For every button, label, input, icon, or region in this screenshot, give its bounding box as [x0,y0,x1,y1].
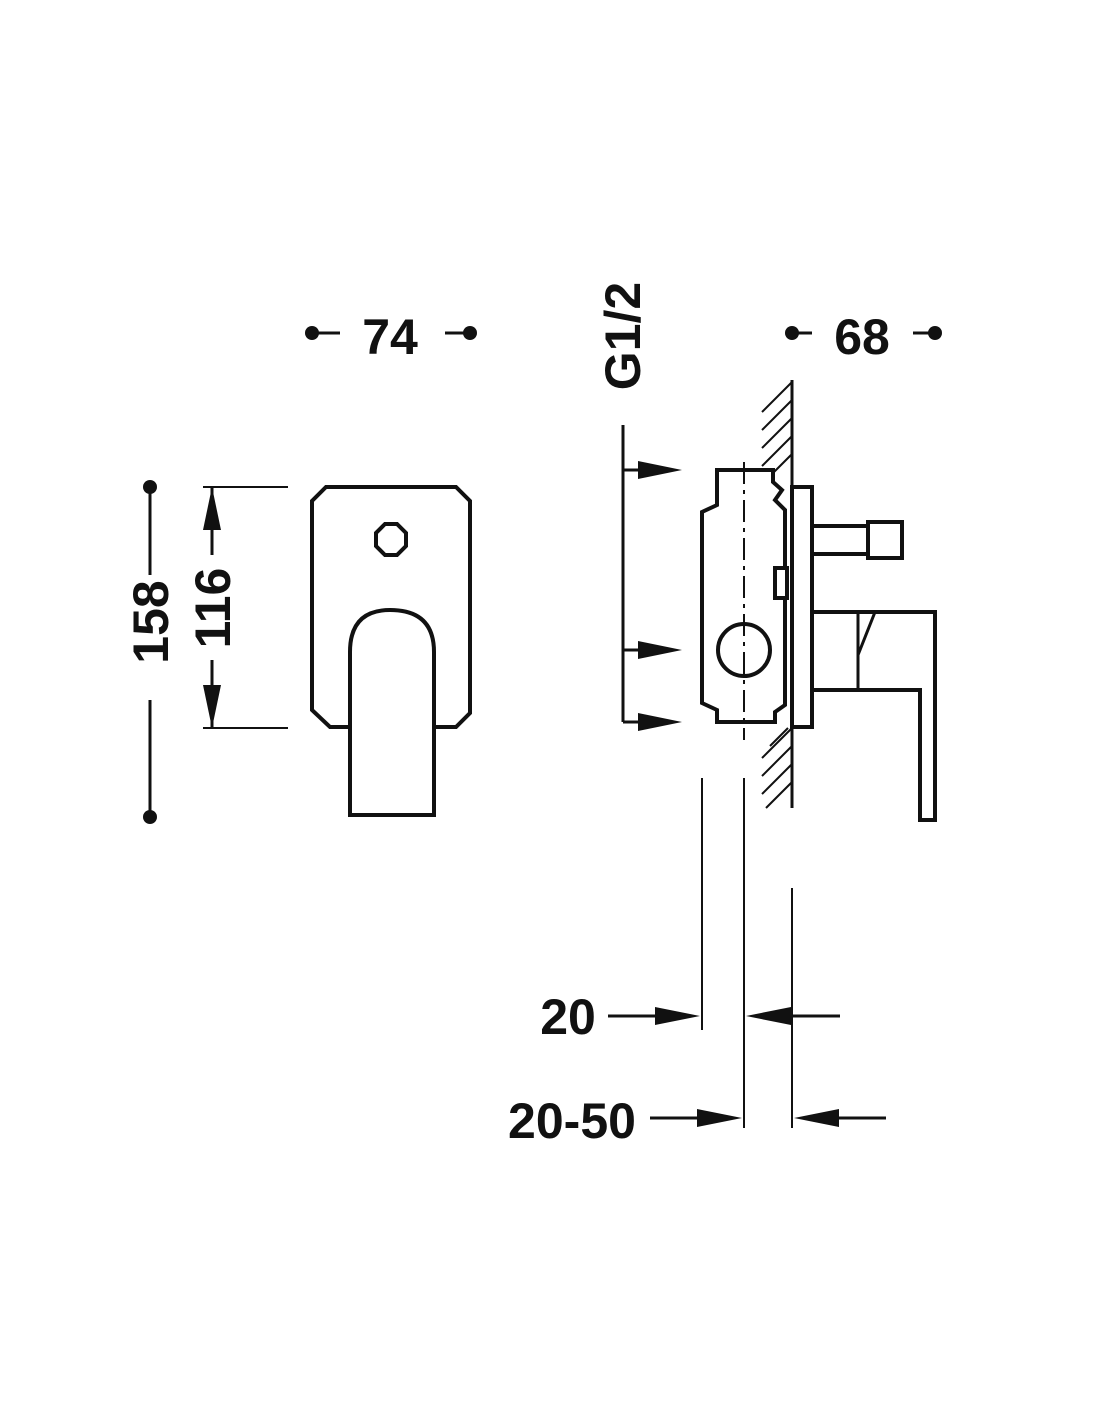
diverter-knob [374,522,408,557]
thread-leaders [621,425,682,731]
diverter-spindle [810,524,870,556]
width-74-dimension: 74 [305,309,477,365]
height-116-label: 116 [185,568,241,649]
dimension-20-label: 20 [540,989,596,1045]
depth-68-label: 68 [834,309,890,365]
lever-side-profile [810,610,937,822]
dimension-20-50-label: 20-50 [508,1093,636,1149]
dimension-20: 20 [540,989,840,1045]
lever-handle [348,607,436,817]
wall-section [761,380,794,809]
depth-68-dimension: 68 [785,309,942,365]
width-74-label: 74 [362,309,418,365]
mounting-flange [790,485,814,729]
dimension-20-50: 20-50 [508,1093,886,1149]
diverter-cap [866,520,904,560]
height-158-label: 158 [123,580,179,663]
valve-tab [773,566,789,600]
height-158-dimension: 158 [123,480,179,824]
thread-g12-label: G1/2 [595,282,651,390]
front-view: 74 158 116 [123,309,477,824]
height-116-dimension: 116 [185,486,288,729]
side-view: 68 G1/2 [508,282,942,1149]
